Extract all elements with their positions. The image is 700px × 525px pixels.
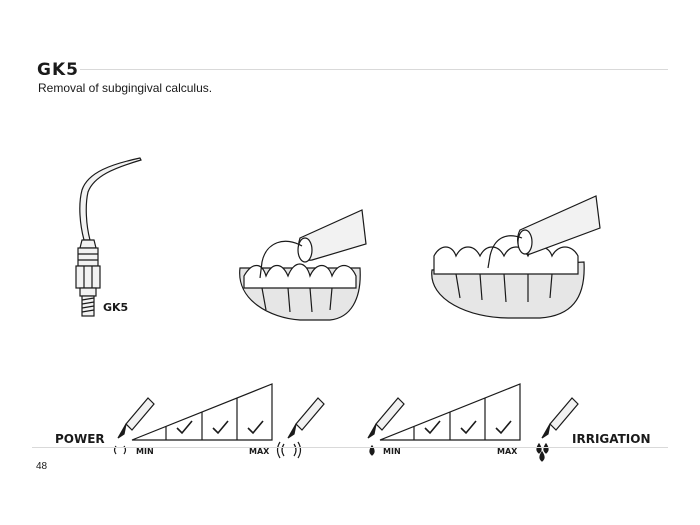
page-number: 48 xyxy=(36,461,48,472)
handpiece-upper-teeth-icon xyxy=(431,195,601,319)
tip-label: GK5 xyxy=(103,301,129,314)
header-rule xyxy=(80,69,668,70)
power-label: POWER xyxy=(55,432,105,446)
irrigation-max-pen-icon xyxy=(536,397,579,462)
irrigation-max-label: MAX xyxy=(497,447,518,456)
irrigation-min-pen-icon xyxy=(367,397,405,456)
irrigation-level-scale xyxy=(379,383,521,441)
page-subtitle: Removal of subgingival calculus. xyxy=(38,81,213,95)
check-icon xyxy=(460,420,477,435)
footer-rule xyxy=(32,447,668,448)
power-max-label: MAX xyxy=(249,447,270,456)
check-icon xyxy=(424,420,441,435)
irrigation-min-label: MIN xyxy=(383,447,401,456)
power-level-scale xyxy=(131,383,273,441)
power-min-label: MIN xyxy=(136,447,154,456)
check-icon xyxy=(212,420,229,435)
page-title: GK5 xyxy=(37,60,79,80)
handpiece-lower-teeth-icon xyxy=(239,209,367,321)
power-min-pen-icon xyxy=(113,397,155,455)
check-icon xyxy=(247,420,264,435)
irrigation-label: IRRIGATION xyxy=(572,432,651,446)
scaler-tip-icon xyxy=(75,157,142,317)
check-icon xyxy=(495,420,512,435)
power-max-pen-icon xyxy=(276,397,325,459)
check-icon xyxy=(176,420,193,435)
